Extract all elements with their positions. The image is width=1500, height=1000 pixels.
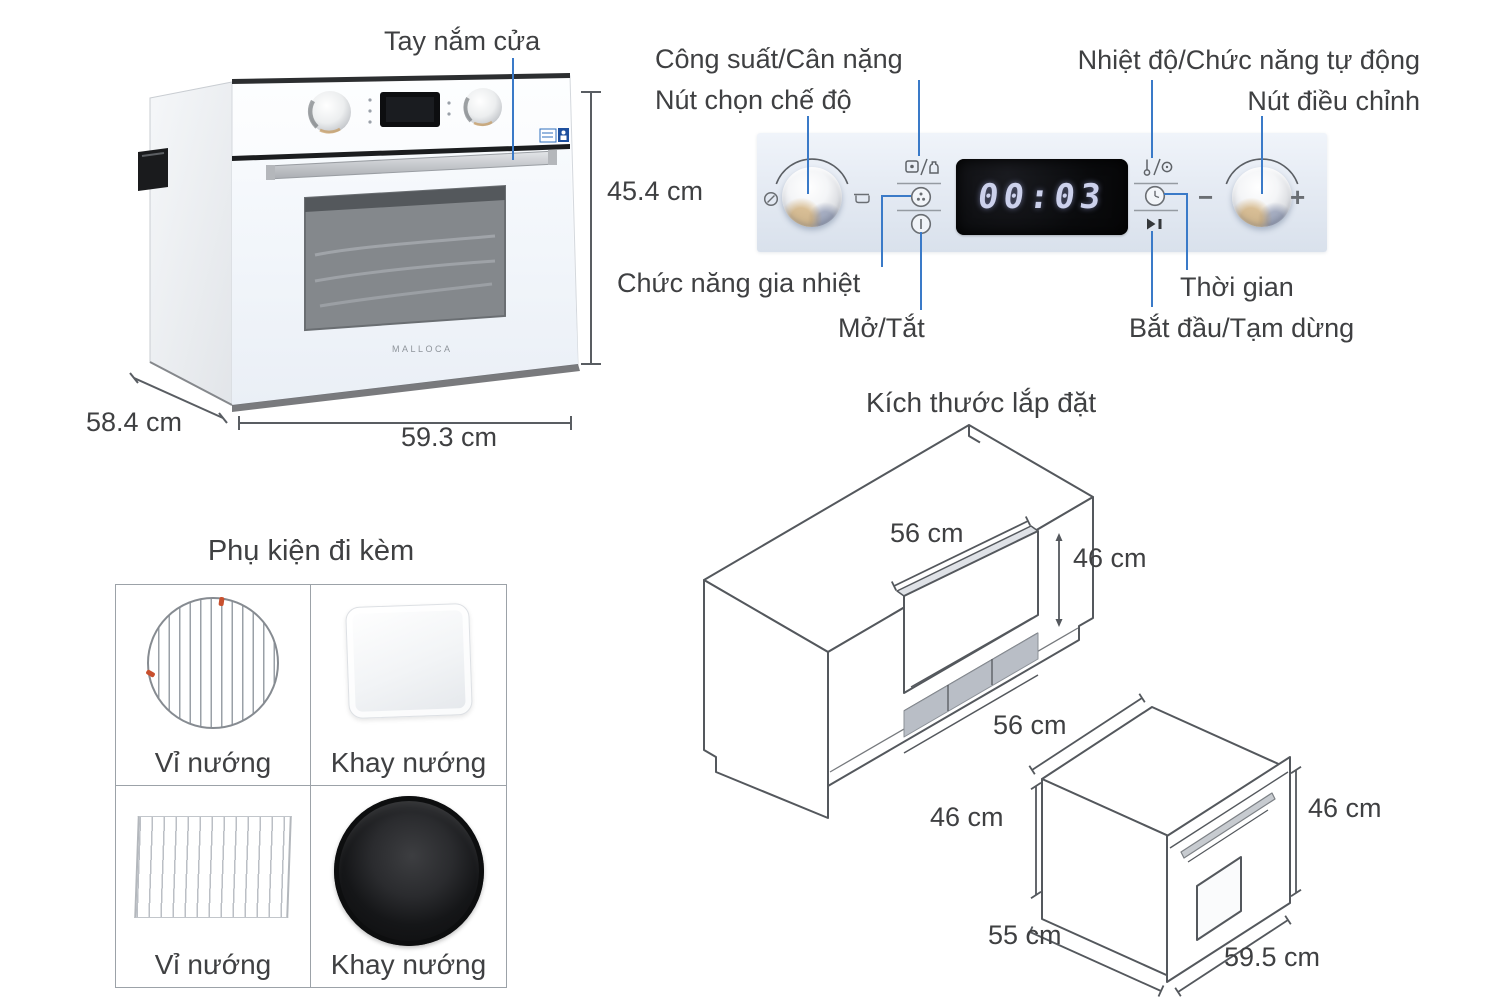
oven-top-width-label: 56 cm <box>993 710 1067 740</box>
control-strip-separator <box>232 144 570 161</box>
height-dim-label: 45.4 cm <box>607 176 704 206</box>
panel-display: 00:03 <box>956 159 1128 235</box>
rack-clip <box>145 669 156 678</box>
black-baking-tray <box>333 796 484 946</box>
photo-adjust-knob <box>464 88 502 126</box>
width-dim-label: 59.3 cm <box>401 422 498 452</box>
control-panel-details <box>763 158 1299 235</box>
minus-icon: − <box>1198 182 1214 212</box>
rack-clip <box>218 596 225 607</box>
cabinet-height-dim <box>1055 533 1063 627</box>
installation-title: Kích thước lắp đặt <box>866 387 1097 418</box>
cabinet-width-label: 56 cm <box>890 518 964 548</box>
knob-zero-icon <box>763 191 779 207</box>
handle-label: Tay nắm cửa <box>384 26 541 56</box>
accessory-cell-white-tray: Khay nướng <box>311 585 506 786</box>
oven-dim-lines <box>1026 693 1302 997</box>
heat-function-leader-h <box>881 195 911 197</box>
power-weight-leader <box>918 80 920 156</box>
heat-function-button <box>910 186 932 208</box>
oven-top-edge <box>232 73 570 84</box>
cabinet-height-label: 46 cm <box>1073 543 1147 573</box>
oven-left-height-label: 46 cm <box>930 802 1004 832</box>
power-weight-label: Công suất/Cân nặng <box>655 44 903 74</box>
mode-select-leader <box>807 116 809 194</box>
cabinet-gray-strip <box>903 632 1039 738</box>
oven-drawing <box>1026 693 1302 997</box>
handle-leader-line <box>512 58 514 160</box>
on-off-button <box>910 213 932 235</box>
temp-auto-label: Nhiệt độ/Chức năng tự động <box>1077 45 1420 75</box>
mode-knob-arc <box>775 158 849 185</box>
brand-logo: MALLOCA <box>392 344 453 354</box>
plus-icon: + <box>1290 182 1306 212</box>
oven-right-height-label: 46 cm <box>1308 793 1382 823</box>
power-weight-icon <box>905 158 939 176</box>
cabinet-drawing <box>703 424 1094 819</box>
start-pause-icon <box>1147 218 1162 230</box>
oven-side-panel <box>149 81 233 406</box>
pot-icon <box>854 193 870 204</box>
dimension-lines <box>129 91 601 430</box>
photo-mode-knob <box>309 91 351 133</box>
display-time: 00:03 <box>975 177 1109 217</box>
accessory-cell-black-tray: Khay nướng <box>311 786 506 987</box>
rect-wire-rack <box>134 816 292 918</box>
time-label: Thời gian <box>1180 272 1294 302</box>
time-leader-h <box>1164 193 1188 195</box>
temp-auto-leader <box>1151 80 1153 158</box>
mode-select-label: Nút chọn chế độ <box>655 85 852 115</box>
oven-depth-label: 55 cm <box>988 920 1062 950</box>
accessory-label: Khay nướng <box>330 747 487 778</box>
oven-photo-illustration: MALLOCA <box>129 73 601 430</box>
oven-width-label: 59.5 cm <box>1224 942 1321 972</box>
accessory-label: Vỉ nướng <box>154 949 272 980</box>
cabinet-width-dim <box>890 516 1032 591</box>
start-pause-leader <box>1151 231 1153 307</box>
adjust-leader <box>1261 116 1263 194</box>
accessories-title: Phụ kiện đi kèm <box>207 535 415 567</box>
heat-function-leader-v <box>881 195 883 267</box>
temp-auto-icon <box>1143 158 1173 176</box>
accessory-label: Khay nướng <box>330 949 487 980</box>
energy-badge <box>539 128 569 143</box>
time-leader-v <box>1186 193 1188 270</box>
time-button <box>1144 185 1166 207</box>
adjust-label: Nút điều chỉnh <box>1247 86 1420 116</box>
accessory-cell-rect-rack: Vỉ nướng <box>116 786 311 987</box>
round-wire-rack <box>145 596 279 729</box>
on-off-label: Mở/Tắt <box>838 313 925 343</box>
side-vent-recess <box>138 148 168 191</box>
start-pause-label: Bắt đầu/Tạm dừng <box>1129 313 1355 343</box>
on-off-leader <box>920 232 922 310</box>
accessory-label: Vỉ nướng <box>154 747 272 778</box>
white-baking-tray <box>344 602 473 720</box>
mode-knob <box>782 167 842 227</box>
depth-dim-label: 58.4 cm <box>86 407 183 437</box>
accessories-grid: Vỉ nướng Khay nướng Vỉ nướng Khay nướng <box>115 584 507 988</box>
oven-drawing-handle <box>1180 792 1276 859</box>
heat-function-label: Chức năng gia nhiệt <box>617 268 861 298</box>
accessory-cell-round-rack: Vỉ nướng <box>116 585 311 786</box>
